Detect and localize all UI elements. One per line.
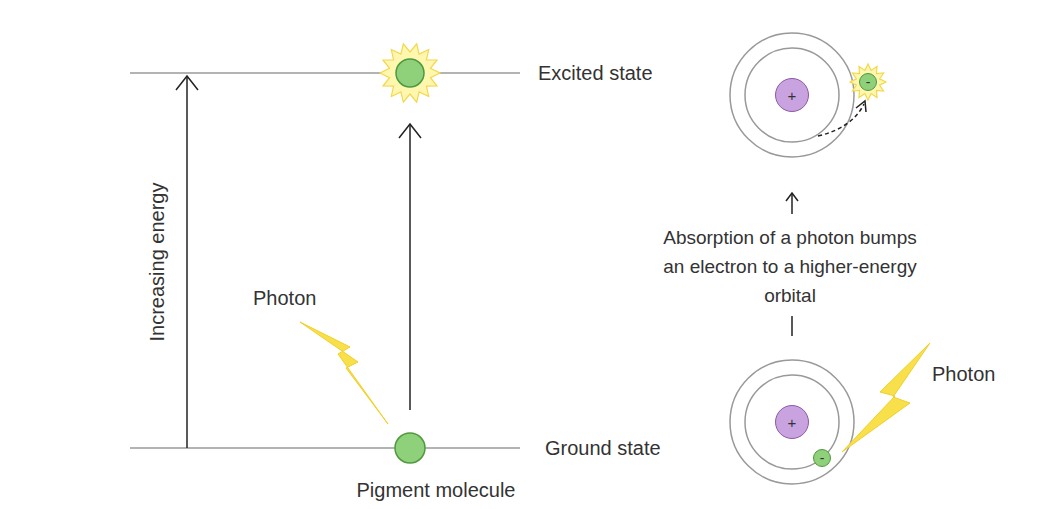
orbit (745, 48, 839, 142)
glow-burst (380, 44, 440, 102)
photon-label: Photon (253, 286, 316, 310)
nucleus: + (775, 405, 809, 439)
process-label: Absorption of a photon bumps an electron… (655, 223, 925, 310)
energy-arrow (186, 76, 188, 448)
molecule-label: Pigment molecule (357, 478, 516, 502)
orbit (730, 360, 854, 484)
arrow-head (176, 76, 198, 90)
arrow-head (786, 193, 798, 201)
transition-line (791, 316, 793, 336)
pigment-molecule-excited (396, 59, 424, 87)
photon-bolt (842, 343, 930, 452)
arrow-head (399, 124, 421, 138)
arrow-head (856, 101, 866, 112)
nucleus: + (775, 78, 809, 112)
axis-label: Increasing energy (145, 183, 169, 342)
transition-arrow (791, 194, 793, 214)
state-label: Excited state (538, 61, 653, 85)
charge-sign: - (820, 451, 825, 465)
state-label: Ground state (545, 436, 661, 460)
photon-bolt (300, 322, 388, 424)
electron: - (813, 449, 831, 467)
charge-sign: - (866, 75, 871, 89)
charge-sign: + (788, 415, 797, 430)
glow-burst (850, 64, 886, 100)
charge-sign: + (788, 88, 797, 103)
electron: - (859, 73, 877, 91)
glow-burst (380, 44, 440, 102)
orbit (730, 33, 854, 157)
pigment-molecule (395, 433, 425, 463)
electron-jump-arrow (818, 104, 864, 136)
energy-level-line (130, 447, 520, 449)
energy-level-line (130, 72, 395, 74)
excitation-arrow (409, 124, 411, 410)
glow-burst (850, 64, 886, 100)
orbit (745, 375, 839, 469)
photon-label: Photon (932, 362, 995, 386)
